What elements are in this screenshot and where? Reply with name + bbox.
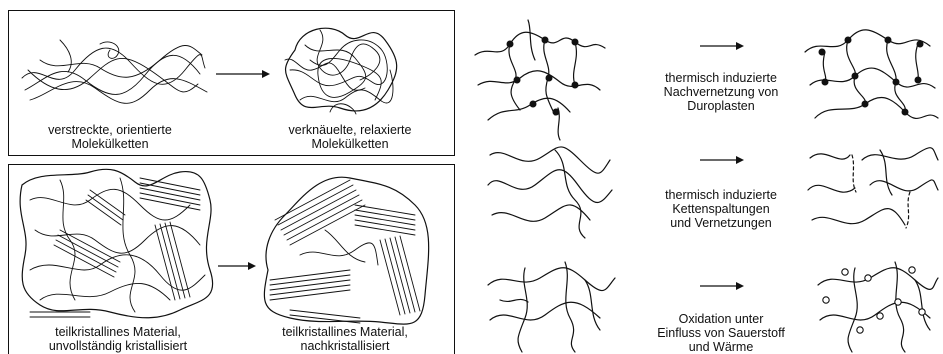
row2-arrow bbox=[700, 156, 744, 164]
caption-oriented-chains: verstreckte, orientierte Molekülketten bbox=[40, 123, 180, 151]
row2-after-chains bbox=[808, 148, 938, 228]
caption-line: und Wärme bbox=[640, 340, 802, 354]
caption-line: thermisch induzierte bbox=[646, 188, 796, 202]
caption-line: und Vernetzungen bbox=[646, 216, 796, 230]
caption-line: thermisch induzierte bbox=[646, 71, 796, 85]
caption-oxidation: Oxidation unter Einfluss von Sauerstoff … bbox=[640, 312, 802, 354]
oriented-chains-drawing bbox=[22, 40, 207, 103]
row1-after-network bbox=[805, 30, 938, 119]
caption-line: Oxidation unter bbox=[640, 312, 802, 326]
caption-line: teilkristallines Material, bbox=[28, 325, 208, 339]
row3-after-chains bbox=[818, 262, 938, 352]
arrow-panel-b bbox=[218, 262, 256, 270]
caption-semicrystalline-after: teilkristallines Material, nachkristalli… bbox=[265, 325, 425, 353]
caption-line: verstreckte, orientierte bbox=[40, 123, 180, 137]
row3-before-chains bbox=[488, 262, 615, 352]
caption-postcuring: thermisch induzierte Nachvernetzung von … bbox=[646, 71, 796, 113]
caption-line: Nachvernetzung von bbox=[646, 85, 796, 99]
caption-line: nachkristallisiert bbox=[265, 339, 425, 353]
caption-line: verknäuelte, relaxierte bbox=[280, 123, 420, 137]
caption-chain-scission: thermisch induzierte Kettenspaltungen un… bbox=[646, 188, 796, 230]
caption-line: teilkristallines Material, bbox=[265, 325, 425, 339]
row1-arrow bbox=[700, 42, 744, 50]
arrow-panel-a bbox=[216, 70, 270, 78]
caption-semicrystalline-before: teilkristallines Material, unvollständig… bbox=[28, 325, 208, 353]
caption-coiled-chains: verknäuelte, relaxierte Molekülketten bbox=[280, 123, 420, 151]
row1-before-network bbox=[475, 20, 605, 140]
semicrystalline-before-drawing bbox=[20, 169, 213, 318]
semicrystalline-after-drawing bbox=[264, 177, 428, 324]
caption-line: Einfluss von Sauerstoff bbox=[640, 326, 802, 340]
caption-line: Molekülketten bbox=[280, 137, 420, 151]
row2-before-chains bbox=[488, 147, 612, 238]
caption-line: Molekülketten bbox=[40, 137, 180, 151]
caption-line: unvollständig kristallisiert bbox=[28, 339, 208, 353]
coiled-chains-drawing bbox=[285, 28, 397, 114]
row3-arrow bbox=[700, 282, 744, 290]
caption-line: Duroplasten bbox=[646, 99, 796, 113]
caption-line: Kettenspaltungen bbox=[646, 202, 796, 216]
